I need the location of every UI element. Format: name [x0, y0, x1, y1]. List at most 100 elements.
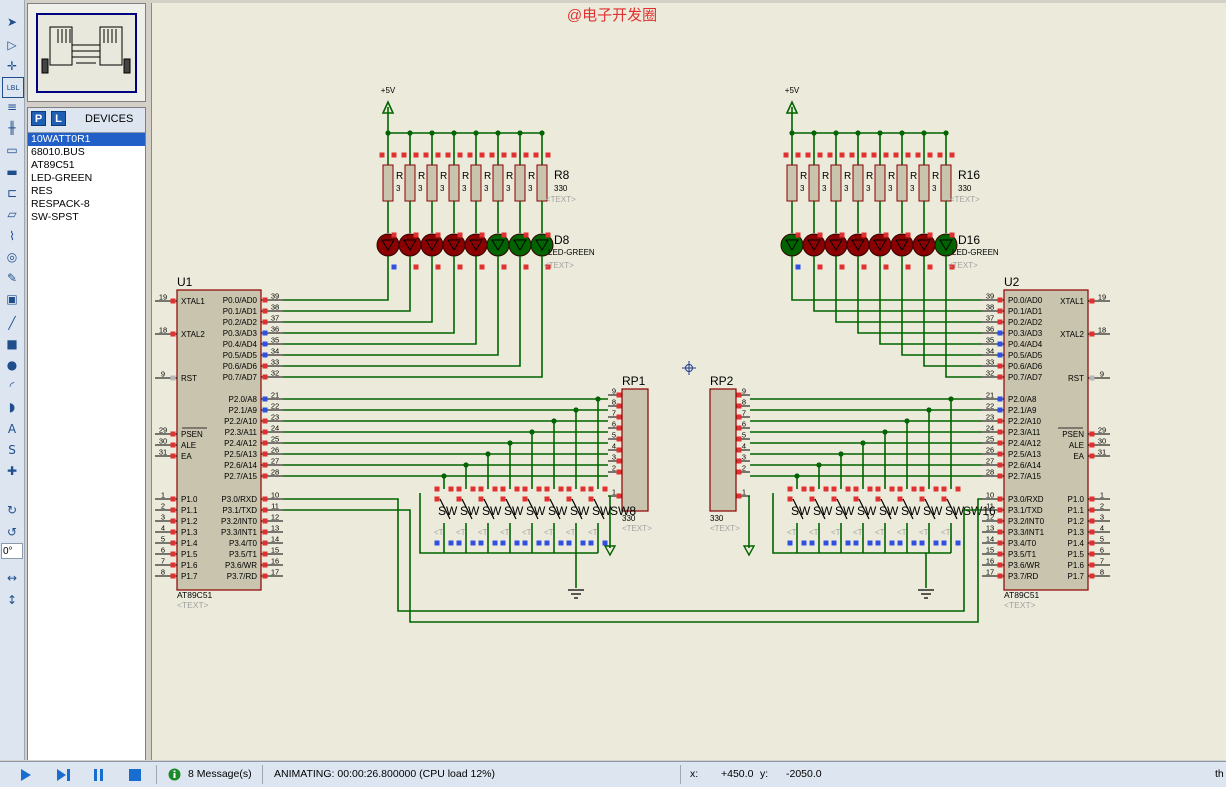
switch-ref-partial: SW	[526, 504, 546, 518]
pause-icon[interactable]	[93, 768, 105, 782]
pin-state-marker	[861, 232, 867, 238]
pin-number: 6	[1100, 546, 1104, 555]
left-resistor-text: <TEXT>	[546, 195, 576, 204]
switch-contact	[593, 498, 605, 520]
line-icon[interactable]: ╱	[8, 315, 16, 330]
pin-state-marker	[1089, 562, 1095, 568]
virtual-instrument-icon[interactable]: ▣	[6, 291, 18, 306]
pin-number: 22	[986, 402, 994, 411]
pin-label: XTAL1	[1060, 297, 1084, 306]
pin-number: 35	[986, 336, 994, 345]
flip-vertical-icon[interactable]: ↕	[6, 592, 18, 607]
wire	[945, 256, 982, 378]
switch-text-partial: <T	[566, 528, 576, 537]
select-arrow-icon[interactable]: ➤	[6, 14, 18, 29]
pin-state-marker	[558, 486, 564, 492]
pin-state-marker	[795, 232, 801, 238]
component-icon[interactable]: ▷	[7, 37, 17, 52]
pin-state-marker	[937, 152, 943, 158]
overview-window[interactable]	[27, 3, 146, 102]
circle-icon[interactable]: ●	[6, 357, 18, 372]
graph-icon[interactable]: ▱	[7, 206, 17, 221]
rotate-ccw-icon[interactable]: ↺	[6, 524, 18, 539]
device-pin-icon[interactable]: ⊏	[6, 185, 18, 200]
pin-number: 18	[1098, 326, 1106, 335]
pin-state-marker	[736, 403, 742, 409]
resistor-ref-partial: R	[932, 171, 939, 182]
step-icon[interactable]	[56, 768, 72, 782]
wire-label-icon[interactable]: LBL	[2, 77, 24, 98]
device-list-item[interactable]: RESPACK-8	[31, 198, 90, 210]
pin-state-marker	[997, 562, 1003, 568]
led-symbol	[895, 239, 909, 251]
arc-icon[interactable]: ◜	[9, 378, 15, 393]
voltage-probe-icon[interactable]: ✎	[6, 270, 18, 285]
pin-state-marker	[391, 264, 397, 270]
pin-state-marker	[391, 152, 397, 158]
pin-state-marker	[736, 493, 742, 499]
generator-icon[interactable]: ◎	[6, 249, 18, 264]
led-symbol	[939, 239, 953, 251]
pin-state-marker	[448, 540, 454, 546]
overview-viewport-frame[interactable]	[36, 13, 137, 93]
symbol-icon[interactable]: S	[8, 442, 16, 457]
pack-pin-number: 8	[742, 398, 746, 407]
pin-state-marker	[736, 425, 742, 431]
switch-contact	[571, 498, 583, 520]
led-symbol	[807, 239, 821, 251]
tape-recorder-icon[interactable]: ⌇	[9, 228, 15, 243]
pin-number: 24	[986, 424, 994, 433]
device-list-item[interactable]: RES	[31, 185, 53, 197]
pin-number: 27	[986, 457, 994, 466]
library-manager-button[interactable]: L	[51, 111, 66, 126]
terminal-icon[interactable]: ▬	[6, 164, 18, 179]
marker-icon[interactable]: ✚	[6, 463, 18, 478]
pin-state-marker	[823, 486, 829, 492]
device-list-item[interactable]: 10WATT0R1	[28, 133, 145, 146]
pin-label: EA	[181, 452, 192, 461]
pin-number: 16	[986, 557, 994, 566]
device-list-item[interactable]: 68010.BUS	[31, 146, 85, 158]
stop-icon[interactable]	[128, 768, 142, 782]
switch-contact	[792, 498, 804, 520]
pin-state-marker	[949, 264, 955, 270]
path-icon[interactable]: ◗	[8, 399, 16, 414]
text-icon[interactable]: A	[7, 421, 17, 436]
pin-state-marker	[1089, 375, 1095, 381]
pin-state-marker	[1089, 540, 1095, 546]
pin-label: P3.3/INT1	[1008, 528, 1045, 537]
rotate-cw-icon[interactable]: ↻	[6, 502, 18, 517]
pin-state-marker	[839, 232, 845, 238]
flip-horizontal-icon[interactable]: ↔	[6, 570, 18, 585]
junction-icon[interactable]: ✛	[6, 58, 18, 73]
pin-state-marker	[1089, 507, 1095, 513]
text-script-icon[interactable]: ≡	[6, 99, 18, 114]
pin-state-marker	[911, 486, 917, 492]
play-icon[interactable]	[20, 768, 32, 782]
pin-number: 29	[1098, 426, 1106, 435]
pin-label: P3.4/T0	[1008, 539, 1037, 548]
subcircuit-icon[interactable]: ▭	[6, 142, 18, 157]
device-list-item[interactable]: AT89C51	[31, 159, 75, 171]
box-icon[interactable]: ■	[6, 336, 18, 351]
pin-state-marker	[262, 396, 268, 402]
status-bar: 8 Message(s) ANIMATING: 00:00:26.800000 …	[0, 761, 1226, 787]
pin-label: P3.6/WR	[225, 561, 257, 570]
bus-icon[interactable]: ╫	[8, 120, 16, 135]
pin-state-marker	[170, 331, 176, 337]
messages-count[interactable]: 8 Message(s)	[188, 768, 252, 780]
pick-devices-button[interactable]: P	[31, 111, 46, 126]
rotation-field[interactable]: 0°	[1, 543, 23, 559]
pin-state-marker	[997, 540, 1003, 546]
pin-state-marker	[470, 540, 476, 546]
right-led-text: <TEXT>	[948, 261, 978, 270]
pin-state-marker	[997, 462, 1003, 468]
device-list-item[interactable]: LED-GREEN	[31, 172, 93, 184]
pin-state-marker	[262, 507, 268, 513]
pack-pin-number: 6	[612, 420, 616, 429]
pin-number: 12	[271, 513, 279, 522]
pin-number: 32	[986, 369, 994, 378]
device-list-item[interactable]: SW-SPST	[31, 211, 79, 223]
